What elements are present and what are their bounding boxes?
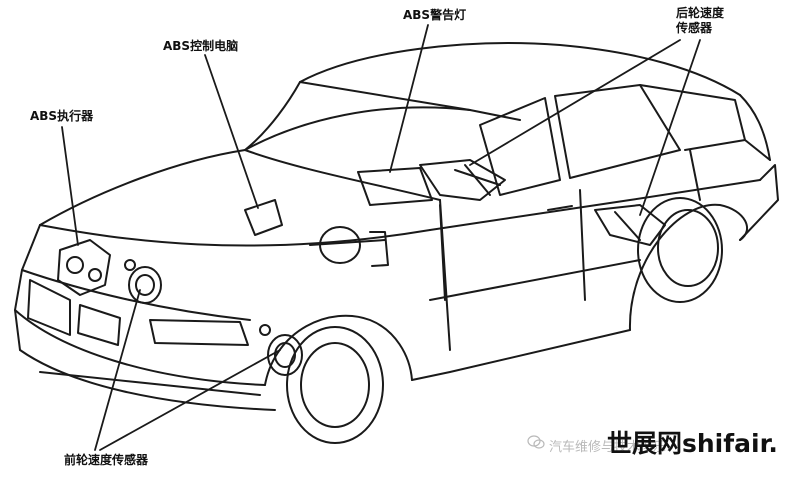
leader-rear-right: [639, 39, 701, 216]
label-front-wheel-sensor: 前轮速度传感器: [64, 453, 149, 467]
abs-warning-light-component: [357, 167, 433, 206]
leader-ecu: [204, 54, 259, 209]
label-abs-ecu: ABS控制电脑: [163, 39, 239, 53]
watermark: 汽车维修与技术俱乐 世展网shifair.: [527, 424, 782, 460]
watermark-faint-text: 汽车维修与技术俱乐: [549, 440, 667, 455]
leader-actuator: [61, 126, 79, 246]
abs-ecu-component: [244, 199, 283, 236]
front-left-sensor-component: [124, 259, 162, 304]
label-abs-actuator: ABS执行器: [30, 109, 94, 123]
label-rear-wheel-sensor-line2: 传感器: [676, 21, 713, 35]
label-rear-wheel-sensor-line1: 后轮速度: [676, 6, 725, 20]
leader-warning: [389, 24, 429, 173]
leader-rear-left: [469, 39, 681, 166]
car-body: [14, 42, 779, 444]
abs-actuator-component: [57, 239, 111, 296]
leader-lines: [61, 24, 701, 451]
rear-axle-left-component: [419, 159, 506, 201]
leader-front-right: [99, 349, 281, 451]
label-abs-warning-light: ABS警告灯: [403, 8, 467, 22]
front-right-sensor-component: [259, 324, 303, 376]
rear-axle-right-component: [594, 204, 666, 246]
watermark-bold-text: 世展网shifair.: [607, 429, 778, 458]
chat-bubble-icon: [527, 435, 545, 449]
leader-front-left: [94, 289, 141, 451]
brake-booster-component: [309, 226, 389, 267]
label-rear-wheel-sensor: 后轮速度 传感器: [676, 6, 724, 36]
